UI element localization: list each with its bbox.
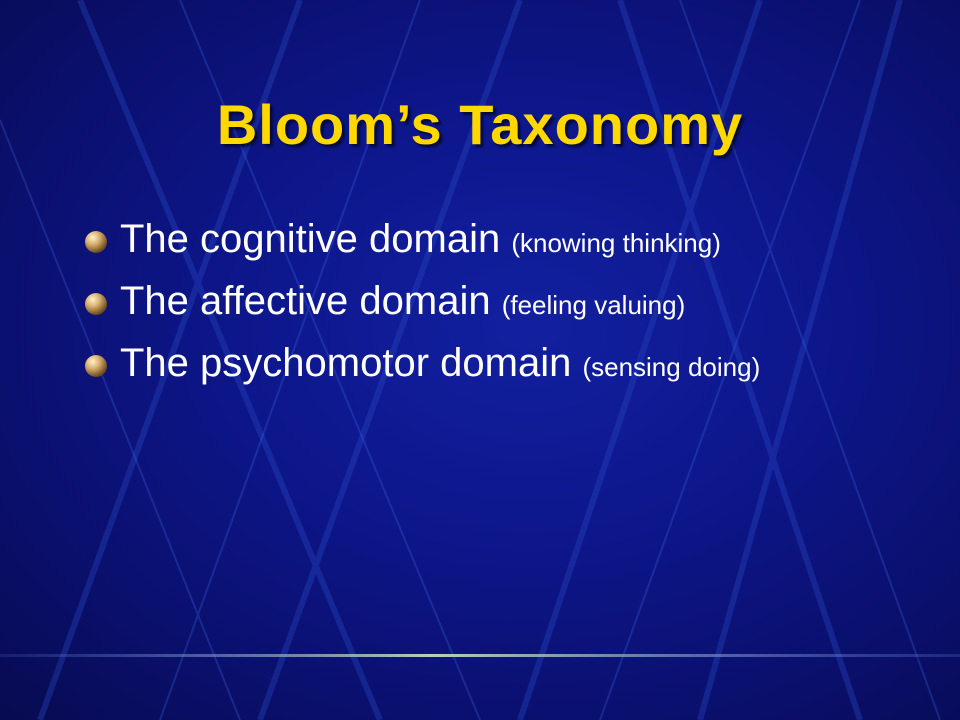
bullet-main-text: The affective domain <box>120 279 502 323</box>
bullet-main-text: The cognitive domain <box>120 217 512 261</box>
bullet-list: The cognitive domain (knowing thinking) … <box>84 218 904 404</box>
bullet-cognitive: The cognitive domain (knowing thinking) <box>84 218 904 260</box>
bullet-detail-text: (feeling valuing) <box>501 290 686 320</box>
bullet-psychomotor: The psychomotor domain (sensing doing) <box>84 342 904 384</box>
bullet-main-text: The psychomotor domain <box>120 341 583 385</box>
footer-divider <box>0 654 960 657</box>
sphere-bullet-icon <box>85 231 107 253</box>
bullet-affective: The affective domain (feeling valuing) <box>84 280 904 322</box>
slide-title: Bloom’s Taxonomy <box>216 93 744 156</box>
bullet-detail-text: (sensing doing) <box>582 352 761 382</box>
sphere-bullet-icon <box>85 293 107 315</box>
sphere-bullet-icon <box>85 355 107 377</box>
bullet-detail-text: (knowing thinking) <box>511 228 721 258</box>
